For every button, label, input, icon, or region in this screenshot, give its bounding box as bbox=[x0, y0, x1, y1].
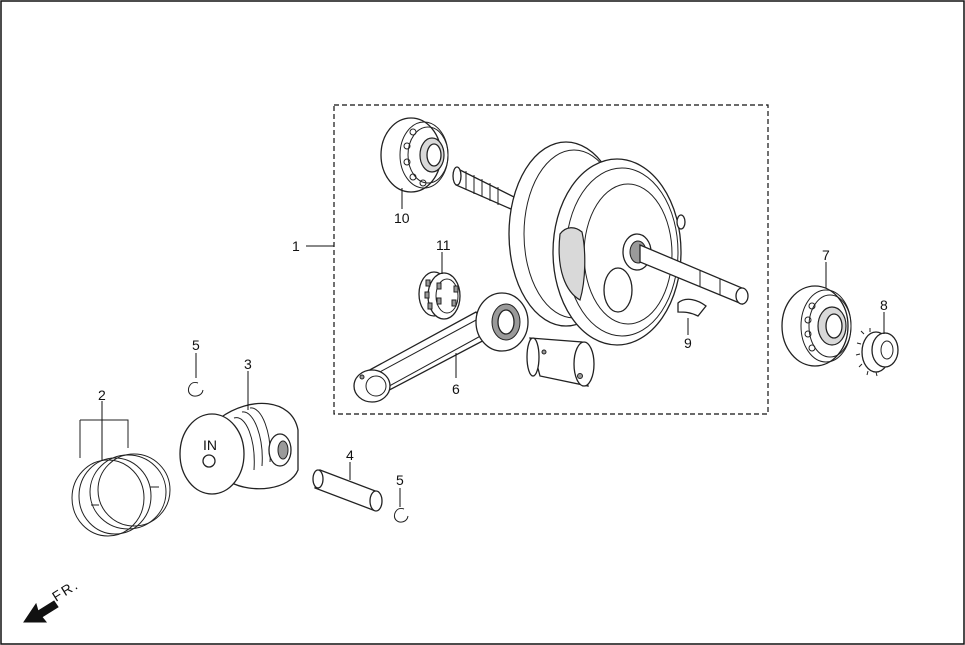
bearing-10 bbox=[380, 117, 449, 193]
callout-8: 8 bbox=[880, 297, 888, 313]
callout-2: 2 bbox=[98, 387, 106, 403]
callout-9: 9 bbox=[684, 335, 692, 351]
sprocket-8 bbox=[855, 328, 899, 377]
needle-bearing-11 bbox=[418, 271, 461, 320]
callout-4: 4 bbox=[346, 447, 354, 463]
circlip-5-lower bbox=[393, 507, 409, 523]
callout-5-lower: 5 bbox=[396, 472, 404, 488]
piston-rings-2 bbox=[71, 419, 171, 537]
front-direction-label: FR. bbox=[49, 576, 82, 605]
leader-lines bbox=[101, 188, 885, 507]
piston-pin-4 bbox=[312, 469, 383, 512]
woodruff-key-9 bbox=[677, 298, 707, 317]
connecting-rod-6 bbox=[353, 292, 529, 403]
crank-pin bbox=[526, 337, 595, 387]
callout-6: 6 bbox=[452, 381, 460, 397]
piston-3: IN bbox=[179, 402, 299, 495]
bearing-7 bbox=[781, 285, 852, 367]
crankshaft-assembly-box bbox=[333, 104, 769, 415]
front-direction-arrow-icon bbox=[23, 600, 59, 623]
callout-10: 10 bbox=[394, 210, 410, 226]
callout-5-upper: 5 bbox=[192, 337, 200, 353]
callout-1: 1 bbox=[292, 238, 300, 254]
circlip-5-upper bbox=[187, 381, 204, 397]
crankshaft bbox=[452, 141, 749, 346]
piston-in-marking: IN bbox=[203, 437, 217, 453]
callout-3: 3 bbox=[244, 356, 252, 372]
callout-11: 11 bbox=[436, 237, 451, 253]
callout-7: 7 bbox=[822, 247, 830, 263]
